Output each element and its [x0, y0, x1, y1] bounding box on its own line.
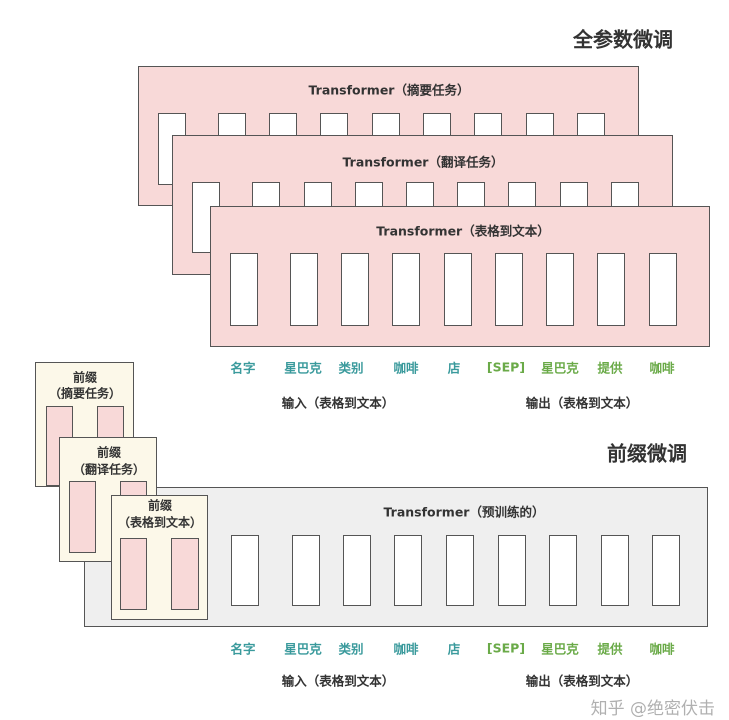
output-token: 提供 [597, 360, 623, 376]
token-vector [548, 534, 577, 606]
output-token: 星巴克 [541, 641, 579, 657]
input-token: 店 [447, 641, 461, 657]
prefix-vector [68, 480, 96, 553]
input-token: 类别 [338, 360, 364, 376]
input-token: 星巴克 [284, 641, 322, 657]
token-vector [230, 534, 259, 606]
token-vector [494, 252, 523, 326]
prefix-task: （翻译任务） [72, 462, 146, 477]
transformer-table-to-text-box: Transformer（表格到文本） [210, 206, 710, 347]
model-title: Transformer（摘要任务） [308, 82, 470, 98]
output-token: [SEP] [486, 359, 526, 375]
token-vector [291, 534, 320, 606]
output-token: 星巴克 [541, 360, 579, 376]
prefix-label: 前缀 [72, 370, 98, 385]
input-token: 类别 [338, 641, 364, 657]
token-vector [340, 252, 369, 326]
output-label: 输出（表格到文本） [525, 395, 639, 411]
model-title: Transformer（表格到文本） [376, 223, 550, 239]
output-token: 咖啡 [649, 360, 675, 376]
input-label: 输入（表格到文本） [281, 395, 395, 411]
input-label: 输入（表格到文本） [281, 673, 395, 689]
token-vector [545, 252, 574, 326]
output-token: 提供 [597, 641, 623, 657]
token-vector [497, 534, 526, 606]
input-token: 店 [447, 360, 461, 376]
output-label: 输出（表格到文本） [525, 673, 639, 689]
prefix-label: 前缀 [147, 498, 173, 513]
token-vector [391, 252, 420, 326]
token-vector [393, 534, 422, 606]
full-finetune-heading: 全参数微调 [573, 27, 673, 52]
prefix-vector [119, 537, 147, 610]
token-vector [596, 252, 625, 326]
output-token: [SEP] [486, 640, 526, 656]
input-token: 咖啡 [393, 360, 419, 376]
input-token: 名字 [230, 360, 256, 376]
prefix-label: 前缀 [96, 445, 122, 460]
token-vector [648, 252, 677, 326]
output-token: 咖啡 [649, 641, 675, 657]
input-token: 咖啡 [393, 641, 419, 657]
prefix-table-to-text-box: 前缀 （表格到文本） [111, 495, 208, 620]
input-token: 名字 [230, 641, 256, 657]
model-title: Transformer（翻译任务） [342, 154, 504, 170]
input-token: 星巴克 [284, 360, 322, 376]
token-vector [443, 252, 472, 326]
prefix-task: （表格到文本） [117, 515, 203, 530]
prefix-vector [170, 537, 199, 610]
token-vector [445, 534, 474, 606]
token-vector [651, 534, 680, 606]
model-title: Transformer（预训练的） [383, 504, 545, 520]
token-vector [289, 252, 318, 326]
token-vector [600, 534, 629, 606]
prefix-finetune-heading: 前缀微调 [607, 441, 687, 466]
token-vector [342, 534, 371, 606]
prefix-task: （摘要任务） [48, 386, 122, 401]
token-vector [229, 252, 258, 326]
watermark: 知乎 @绝密伏击 [590, 699, 715, 719]
